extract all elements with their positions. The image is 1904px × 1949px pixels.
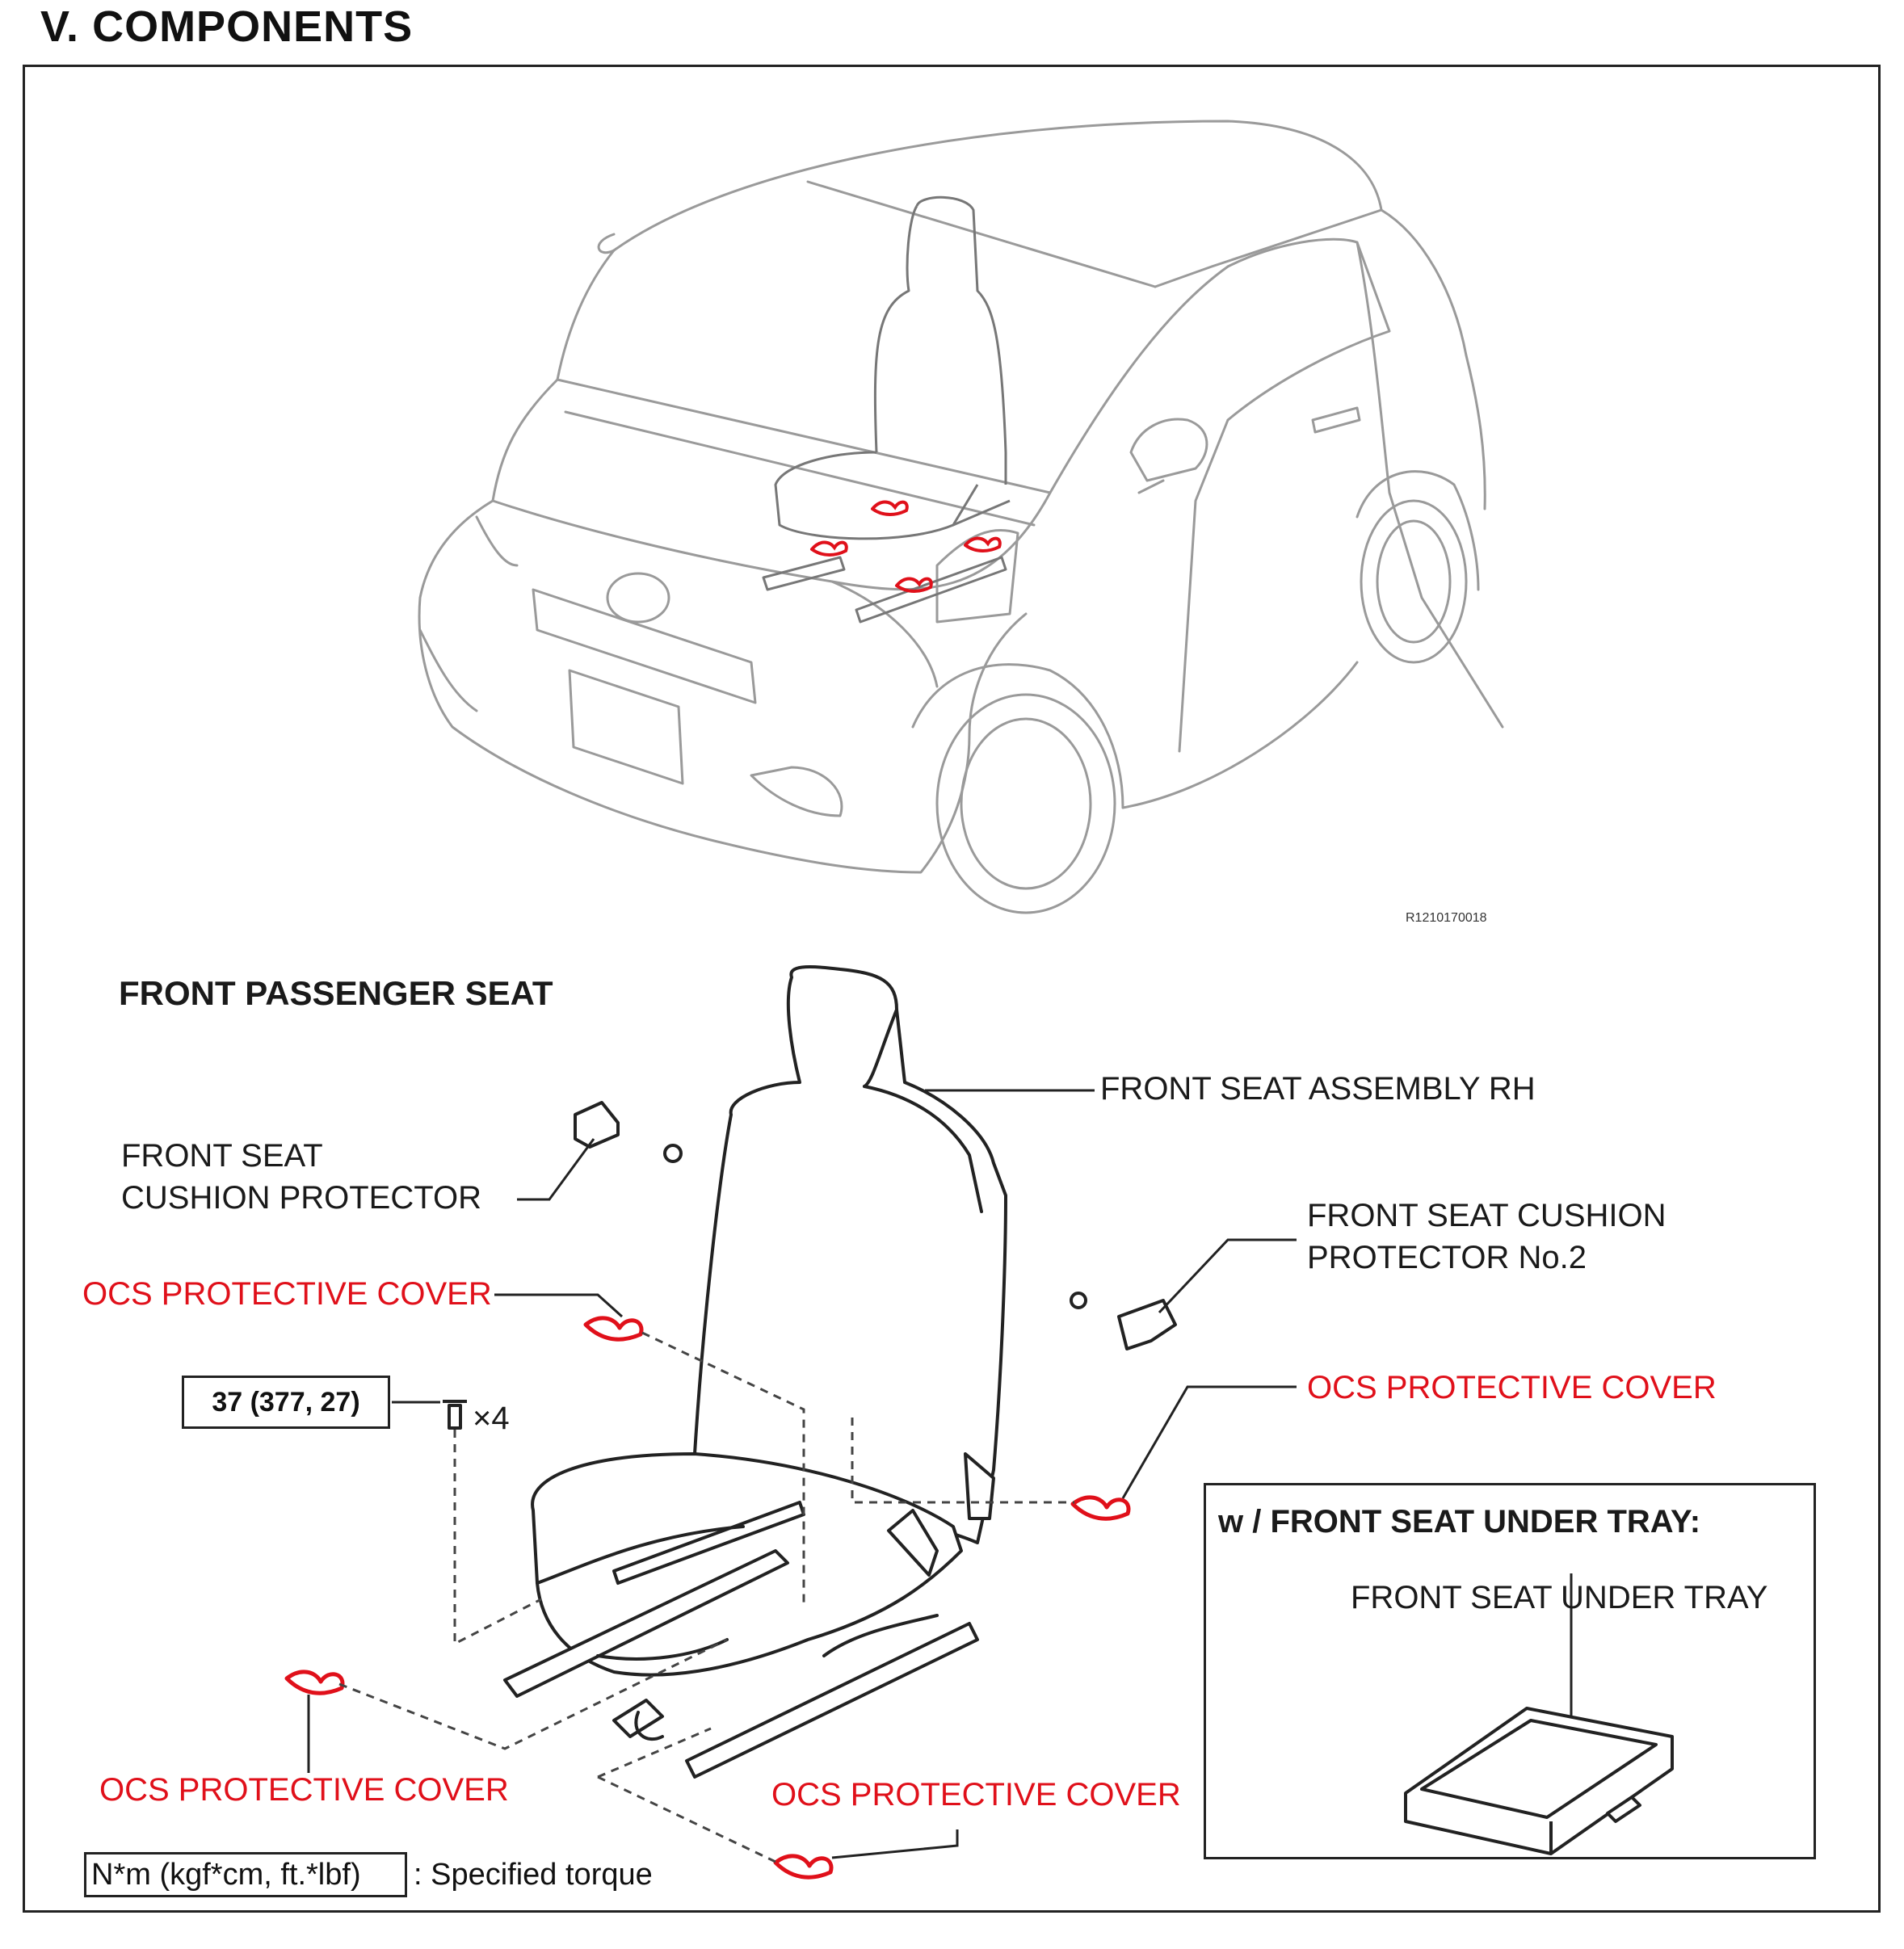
car-outline [418,120,1504,914]
under-tray-illustration [1404,1707,1674,1855]
label-cushion-protector2-line1: FRONT SEAT CUSHION [1307,1198,1667,1233]
label-under-tray: FRONT SEAT UNDER TRAY [1351,1580,1768,1615]
legend-description: : Specified torque [414,1858,653,1892]
diagram-frame [23,65,1881,1913]
label-ocs-cover-4: OCS PROTECTIVE COVER [771,1777,1181,1812]
inset-title: w / FRONT SEAT UNDER TRAY: [1218,1504,1701,1539]
page-heading: V. COMPONENTS [40,2,414,51]
section-title: FRONT PASSENGER SEAT [119,974,553,1012]
under-tray-inset [1204,1483,1816,1859]
front-seat-assembly [503,965,1007,1779]
legend-torque-box: N*m (kgf*cm, ft.*lbf) [84,1852,407,1897]
label-seat-assembly: FRONT SEAT ASSEMBLY RH [1100,1071,1536,1107]
label-cushion-protector-line1: FRONT SEAT [121,1138,323,1174]
label-cushion-protector2-line2: PROTECTOR No.2 [1307,1240,1587,1275]
label-ocs-cover-2: OCS PROTECTIVE COVER [1307,1370,1717,1405]
label-ocs-cover-1: OCS PROTECTIVE COVER [82,1276,492,1312]
torque-spec-box: 37 (377, 27) [182,1376,390,1429]
label-ocs-cover-3: OCS PROTECTIVE COVER [99,1772,509,1808]
dashed-guides [338,1331,1074,1863]
label-cushion-protector-line2: CUSHION PROTECTOR [121,1180,481,1216]
figure-code: R1210170018 [1406,911,1487,925]
ocs-cover-marks [284,1316,1131,1880]
car-ocs-marks [810,500,1002,593]
leader-lines [307,1089,1573,1859]
small-parts [443,1101,1177,1430]
car-seat-outline [762,195,1011,624]
bolt-quantity: ×4 [473,1401,510,1436]
